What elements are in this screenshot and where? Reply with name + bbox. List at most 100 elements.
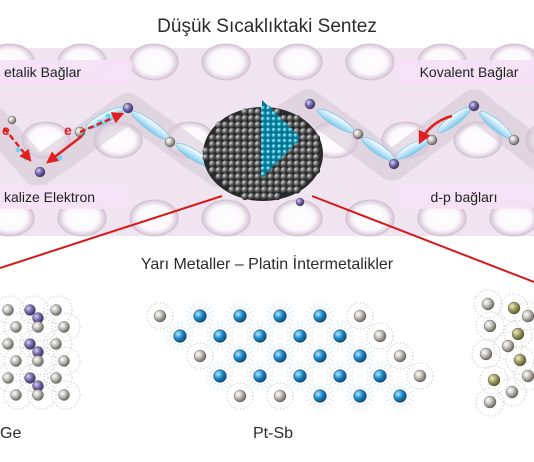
- atom-halo: [43, 295, 73, 325]
- shell-atom: [260, 179, 269, 188]
- lattice-void: [345, 43, 395, 81]
- blue-halo-ray: [366, 370, 373, 374]
- lattice-void: [129, 43, 179, 81]
- blue-halo-ray: [246, 370, 253, 374]
- shell-atom: [228, 147, 236, 155]
- shell-atom: [234, 153, 243, 162]
- blue-halo-ray: [385, 380, 391, 386]
- blue-halo-ray: [229, 320, 235, 326]
- atom-halo: [0, 329, 25, 359]
- blue-halo-ray: [389, 386, 395, 392]
- blue-halo-ray: [312, 303, 317, 310]
- blue-halo-ray: [307, 338, 314, 342]
- blue-halo-ray: [346, 398, 353, 402]
- shell-atom: [215, 173, 223, 181]
- blue-halo-ray: [267, 378, 274, 382]
- blue-halo-ray: [207, 310, 214, 314]
- blue-halo-ray: [321, 403, 323, 410]
- shell-atom: [247, 166, 256, 175]
- shell-atom: [286, 173, 295, 181]
- blue-halo-ray: [169, 326, 175, 332]
- blue-halo-ray: [177, 343, 179, 350]
- crystal-atom: [333, 369, 347, 383]
- blue-halo-ray: [212, 342, 217, 349]
- shell-atom: [215, 166, 223, 175]
- atom-halo: [43, 363, 73, 393]
- crystal-atom: [32, 321, 44, 333]
- blue-halo-ray: [346, 350, 353, 354]
- blue-halo-ray: [357, 382, 359, 389]
- electron-dot: [105, 113, 111, 119]
- blue-halo-ray: [287, 318, 294, 322]
- shell-atom: [254, 160, 262, 168]
- blue-halo-ray: [325, 320, 331, 326]
- shell-atom: [228, 127, 236, 136]
- blue-halo-ray: [243, 303, 248, 310]
- blue-halo-ray: [343, 363, 348, 370]
- blue-halo-ray: [337, 343, 339, 350]
- blue-halo-ray: [192, 322, 197, 329]
- atom-halo: [366, 322, 394, 350]
- blue-halo-ray: [305, 380, 311, 386]
- blue-halo-ray: [337, 322, 339, 329]
- blue-halo-ray: [201, 302, 203, 309]
- blue-halo-ray: [329, 326, 335, 332]
- blue-halo-ray: [401, 382, 403, 389]
- shell-atom: [312, 153, 321, 162]
- atom-halo: [43, 329, 73, 359]
- blue-halo-ray: [269, 360, 275, 366]
- crystal-atom: [50, 304, 62, 316]
- core-atom: [271, 111, 277, 116]
- blue-halo-ray: [265, 380, 271, 386]
- shell-atom: [221, 127, 230, 136]
- blue-halo-ray: [267, 338, 274, 342]
- blue-halo-ray: [245, 346, 251, 352]
- blue-halo-ray: [232, 322, 237, 329]
- pointer-line-left: [0, 195, 223, 269]
- blue-halo-ray: [277, 323, 279, 330]
- blue-halo-ray: [305, 326, 311, 332]
- blue-halo-ray: [305, 366, 311, 372]
- shell-atom: [260, 186, 269, 194]
- core-atom: [277, 138, 282, 144]
- crystal-panel-right: [471, 289, 534, 417]
- core-atom: [288, 144, 293, 149]
- shell-atom: [247, 179, 256, 188]
- crystal-atom: [153, 309, 167, 323]
- shell-atom: [221, 147, 230, 155]
- blue-halo-ray: [301, 343, 303, 350]
- crystal-panel-ptsb: [146, 302, 434, 410]
- blue-halo-ray: [321, 363, 323, 370]
- blue-halo-ray: [321, 323, 323, 330]
- blue-halo-ray: [369, 366, 375, 372]
- shell-atom: [241, 147, 249, 155]
- blue-halo-ray: [306, 390, 313, 394]
- blue-halo-ray: [212, 382, 217, 389]
- blue-halo-ray: [326, 330, 333, 334]
- blue-halo-ray: [247, 310, 254, 314]
- blue-halo-ray: [306, 310, 313, 314]
- blue-halo-ray: [241, 323, 243, 330]
- core-atom: [277, 122, 282, 127]
- shell-atom: [293, 160, 301, 168]
- lattice-void: [201, 199, 251, 237]
- blue-halo-ray: [286, 378, 293, 382]
- blue-halo-ray: [197, 302, 199, 309]
- shell-atom: [312, 140, 321, 149]
- shell-atom: [306, 127, 314, 136]
- core-atom: [293, 133, 299, 138]
- blue-halo-ray: [227, 378, 234, 382]
- core-atom: [271, 116, 277, 122]
- blue-halo-ray: [341, 362, 343, 369]
- shell-atom: [273, 166, 282, 175]
- atom-halo: [27, 312, 57, 342]
- blue-halo-ray: [286, 330, 293, 334]
- shell-atom: [241, 127, 249, 136]
- blue-halo-ray: [245, 320, 251, 326]
- blue-halo-ray: [312, 362, 317, 369]
- crystal-atom: [353, 349, 367, 363]
- blue-halo-ray: [325, 306, 331, 312]
- chain-atom: [304, 98, 316, 110]
- label-metallic-bonds: etalik Bağlar: [0, 60, 132, 84]
- shell-atom: [293, 166, 301, 175]
